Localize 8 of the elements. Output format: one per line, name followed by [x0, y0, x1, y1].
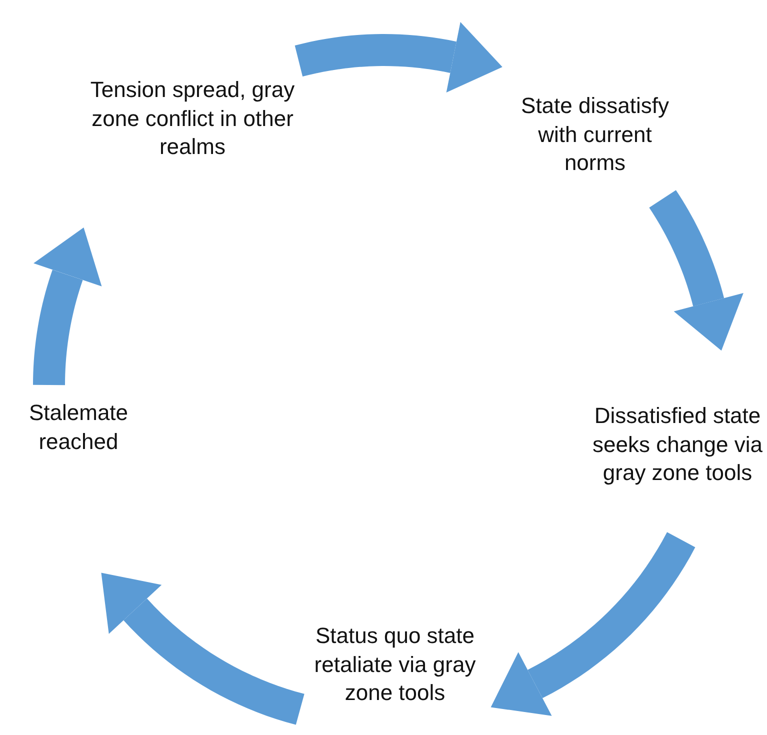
step-text: State dissatisfy with current norms — [520, 92, 670, 178]
step-text: Status quo state retaliate via gray zone tools — [313, 622, 477, 708]
curved-arrow — [101, 572, 307, 725]
curved-arrow — [649, 188, 744, 351]
step-text: Tension spread, gray zone conflict in other realms — [89, 76, 296, 162]
curved-arrow — [490, 532, 696, 716]
step-text: Dissatisfied state seeks change via gray zone tools — [592, 402, 764, 488]
step-text: Stalemate reached — [28, 399, 130, 456]
